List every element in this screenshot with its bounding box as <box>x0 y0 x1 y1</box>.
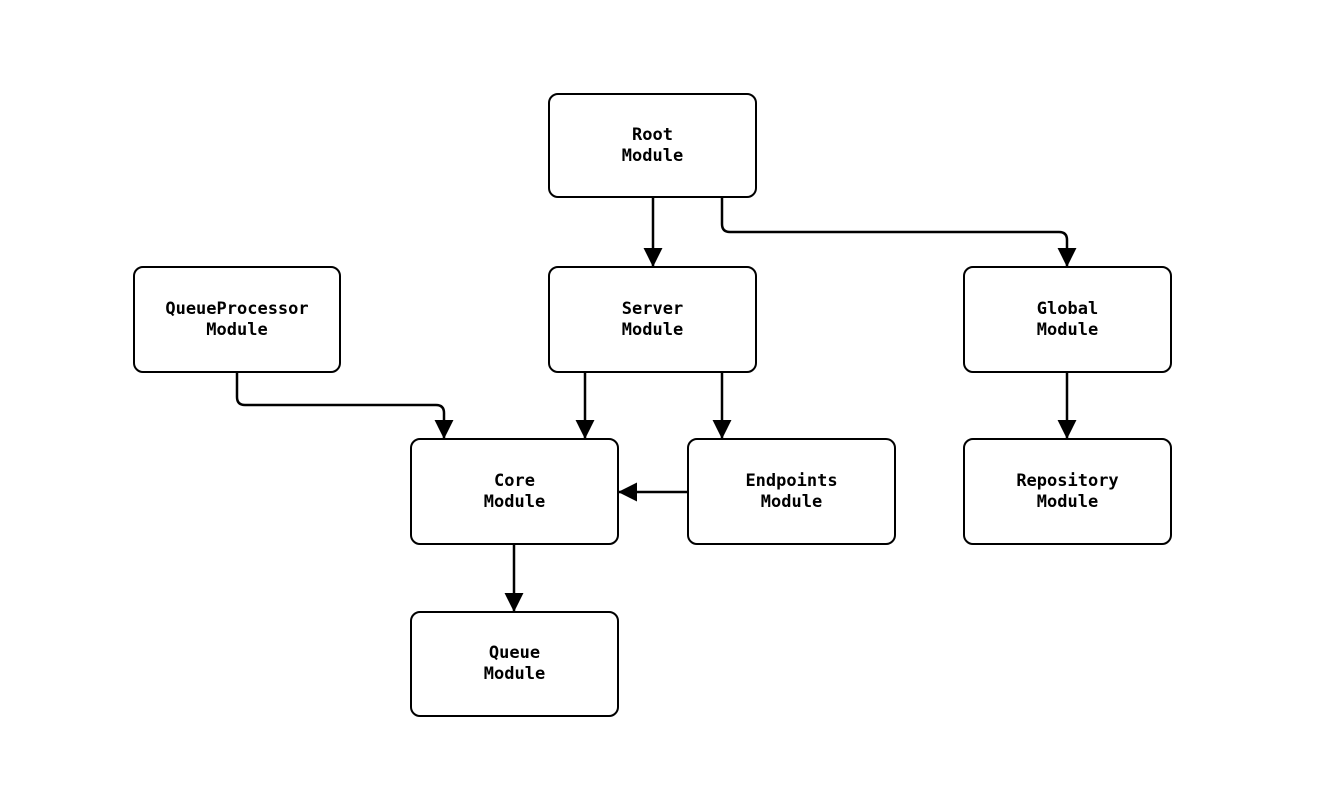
node-root-module: Root Module <box>548 93 757 198</box>
node-global-module: Global Module <box>963 266 1172 373</box>
edge-root-to-global <box>720 198 1077 267</box>
node-label: Core Module <box>483 470 546 512</box>
node-repository-module: Repository Module <box>963 438 1172 545</box>
node-queue-module: Queue Module <box>410 611 619 717</box>
node-label: Server Module <box>621 298 684 340</box>
edge-queueprocessor-to-core <box>235 373 454 439</box>
node-queueprocessor-module: QueueProcessor Module <box>133 266 341 373</box>
node-label: Endpoints Module <box>745 470 838 512</box>
node-label: Queue Module <box>483 643 546 684</box>
node-label: QueueProcessor Module <box>165 298 309 340</box>
node-label: Root Module <box>621 124 684 166</box>
node-server-module: Server Module <box>548 266 757 373</box>
node-core-module: Core Module <box>410 438 619 545</box>
node-label: Repository Module <box>1016 470 1119 512</box>
node-label: Global Module <box>1036 298 1099 340</box>
node-endpoints-module: Endpoints Module <box>687 438 896 545</box>
